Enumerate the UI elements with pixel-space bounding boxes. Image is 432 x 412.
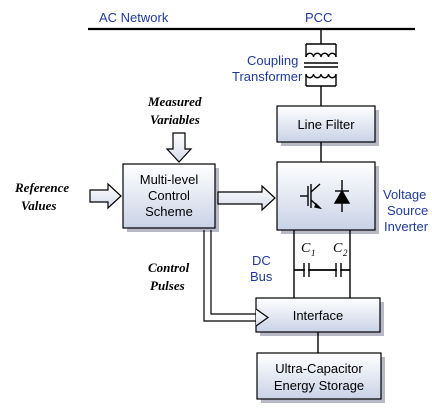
line-filter-block [276, 105, 376, 143]
vsi-label-3: Inverter [384, 219, 429, 234]
measured-variables-label-1: Measured [147, 94, 202, 109]
measured-variables-label-2: Variables [150, 112, 200, 127]
control-pulses-label-2: Pulses [150, 278, 185, 293]
c2-subscript: 2 [343, 248, 348, 258]
reference-values-label-1: Reference [14, 180, 69, 195]
ultracapacitor-storage-block [256, 352, 382, 400]
storage-label-1: Ultra-Capacitor [275, 361, 363, 376]
control-to-inverter-arrow [217, 184, 276, 212]
igbt-diode-icon [300, 180, 351, 212]
reference-values-label-2: Values [21, 198, 56, 213]
c1-label: C [301, 241, 311, 256]
storage-label-2: Energy Storage [274, 378, 364, 393]
dc-bus-label-1: DC [252, 253, 271, 268]
control-scheme-block [122, 163, 216, 229]
c1-subscript: 1 [311, 248, 316, 258]
control-pulses-label-1: Control [148, 260, 190, 275]
dc-bus-label-2: Bus [250, 269, 273, 284]
line-filter-label: Line Filter [297, 117, 355, 132]
interface-label: Interface [293, 308, 344, 323]
reference-values-arrow [89, 182, 122, 210]
control-pulses-arrow [203, 230, 258, 322]
coupling-transformer-label-1: Coupling [247, 53, 298, 68]
pcc-label: PCC [305, 10, 332, 25]
control-scheme-label-2: Control [148, 188, 190, 203]
c2-label: C [333, 241, 343, 256]
ac-network-label: AC Network [99, 10, 169, 25]
coupling-transformer-label-2: Transformer [232, 69, 303, 84]
measured-variables-arrow [165, 132, 193, 163]
vsi-label-2: Source [387, 203, 428, 218]
control-scheme-label-1: Multi-level [140, 172, 199, 187]
transformer-icon [304, 43, 338, 87]
vsi-label-1: Voltage [383, 187, 426, 202]
inverter-block [276, 161, 376, 231]
control-scheme-label-3: Scheme [145, 204, 193, 219]
